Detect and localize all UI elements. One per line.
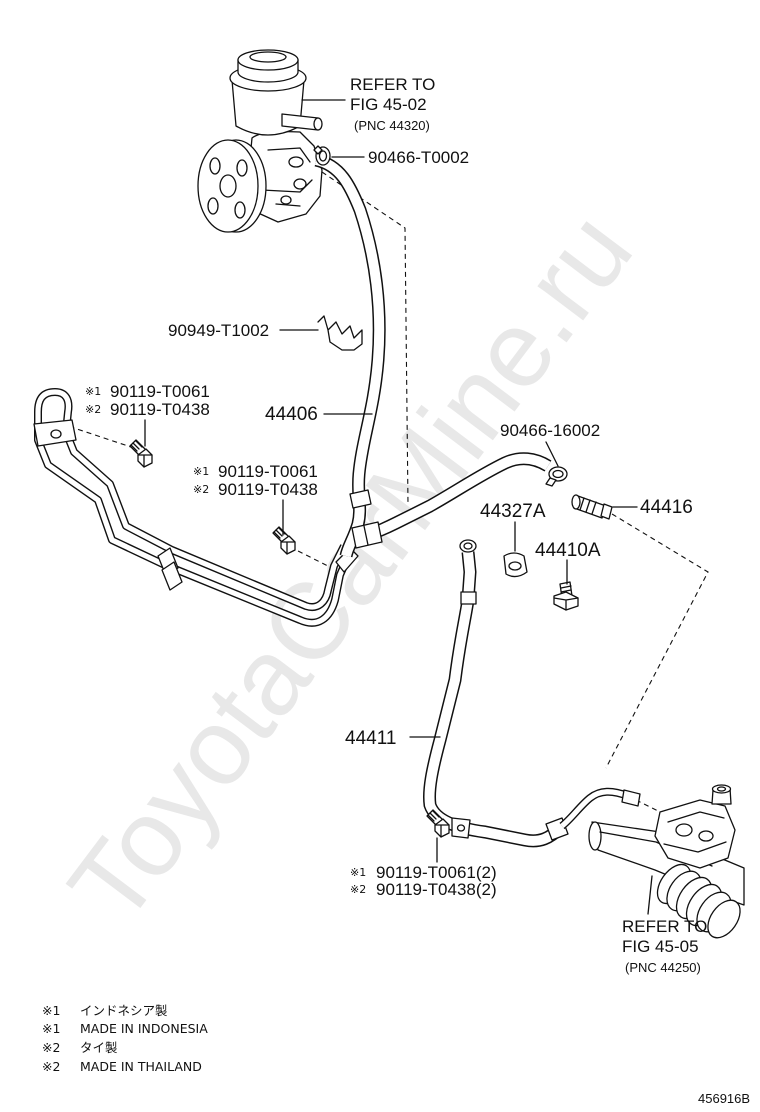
callout-bolt-middle: ※1 90119-T0061 ※2 90119-T0438 (193, 462, 318, 499)
callout-bolt-lower: ※1 90119-T0061(2) ※2 90119-T0438(2) (350, 863, 497, 899)
refer-pump-line1: REFER TO (350, 75, 435, 94)
bolt-middle-bracket (272, 526, 296, 555)
bolt-cooler-part-1: 90119-T0061 (110, 382, 210, 401)
hose-clamp-rack (545, 466, 568, 487)
leader-lines (144, 99, 653, 915)
footnote-mark-3: ※2 (42, 1040, 60, 1055)
callout-refer-rack: REFER TO FIG 45-05 (PNC 44250) (622, 917, 707, 975)
refer-pump-line2: FIG 45-02 (350, 95, 427, 114)
bolt-cooler-part-2: 90119-T0438 (110, 400, 210, 419)
refer-rack-line3: (PNC 44250) (625, 960, 701, 975)
bolt-middle-part-2: 90119-T0438 (218, 480, 318, 499)
pressure-hose-44406 (314, 153, 552, 558)
label-pressure-hose: 44406 (265, 404, 318, 425)
label-clamp-rack: 90466-16002 (500, 421, 600, 440)
bolt-lower-mark-2: ※2 (350, 883, 366, 896)
bolt-middle-mark-2: ※2 (193, 483, 209, 496)
cooler-tube-assembly (33, 388, 359, 627)
footnote-text-4: MADE IN THAILAND (80, 1059, 202, 1074)
label-return-hose: 44411 (345, 728, 396, 749)
refer-pump-line3: (PNC 44320) (354, 118, 430, 133)
bolt-cooler-bracket (129, 439, 153, 468)
bolt-lower-part-1: 90119-T0061(2) (376, 863, 497, 882)
figure-id: 456916B (698, 1091, 750, 1106)
refer-rack-line1: REFER TO (622, 917, 707, 936)
hose-clip (317, 315, 363, 351)
bolt-middle-part-1: 90119-T0061 (218, 462, 318, 481)
power-steering-pump (197, 49, 323, 233)
union-fitting (571, 494, 613, 520)
union-bolt (553, 581, 579, 611)
footnotes: ※1 インドネシア製 ※1 MADE IN INDONESIA ※2 タイ製 ※… (42, 1003, 208, 1074)
bolt-cooler-mark-1: ※1 (85, 385, 101, 398)
bolt-lower-mark-1: ※1 (350, 866, 366, 879)
steering-gear-rack (588, 784, 745, 939)
footnote-text-1: インドネシア製 (80, 1003, 168, 1018)
grommet (503, 552, 528, 578)
label-union: 44416 (640, 497, 693, 518)
footnote-mark-1: ※1 (42, 1003, 60, 1018)
footnote-text-2: MADE IN INDONESIA (80, 1021, 208, 1036)
hose-clamp-pump (313, 145, 331, 166)
label-clip: 90949-T1002 (168, 321, 269, 340)
bolt-lower-part-2: 90119-T0438(2) (376, 880, 497, 899)
bolt-cooler-mark-2: ※2 (85, 403, 101, 416)
callout-refer-pump: REFER TO FIG 45-02 (PNC 44320) (350, 75, 435, 133)
footnote-mark-4: ※2 (42, 1059, 60, 1074)
callout-bolt-cooler: ※1 90119-T0061 ※2 90119-T0438 (85, 382, 210, 419)
footnote-mark-2: ※1 (42, 1021, 60, 1036)
bolt-middle-mark-1: ※1 (193, 465, 209, 478)
return-hose-44411 (423, 539, 641, 848)
label-clamp-pump: 90466-T0002 (368, 148, 469, 167)
label-union-bolt: 44410A (535, 540, 601, 561)
refer-rack-line2: FIG 45-05 (622, 937, 699, 956)
label-grommet: 44327A (480, 501, 546, 522)
footnote-text-3: タイ製 (80, 1040, 118, 1055)
